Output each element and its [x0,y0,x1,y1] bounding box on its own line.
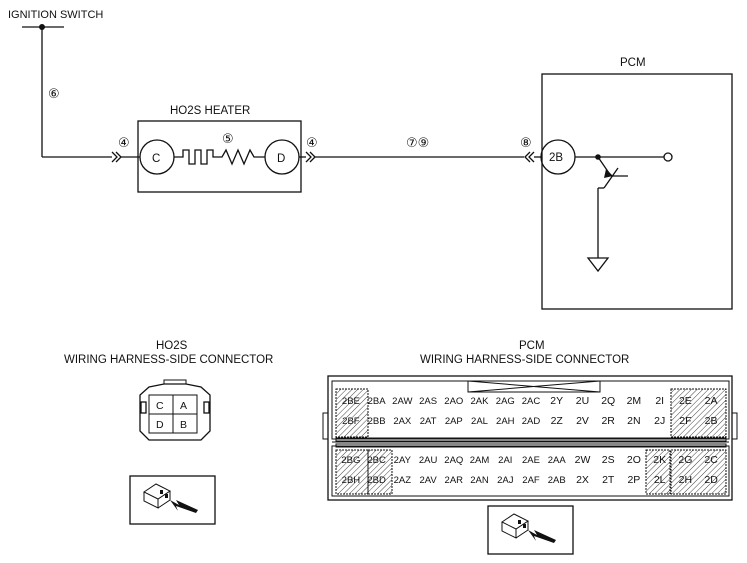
pcm-pin-2r: 2R [601,415,615,427]
pcm-pin-2av: 2AV [419,475,437,486]
pcm-pin-2t: 2T [602,474,615,486]
pcm-pin-2f: 2F [679,415,691,427]
pcm-pin-2u: 2U [576,395,589,407]
pcm-pin-2ag: 2AG [496,396,515,407]
pcm-pin-2am: 2AM [470,455,490,466]
ho2s-pin-d: D [156,419,164,431]
ho2s-connector-section: HO2S WIRING HARNESS-SIDE CONNECTOR C A D… [64,340,273,525]
pcm-pin-2ak: 2AK [471,396,490,407]
schematic: IGNITION SWITCH ⑥ ④ HO2S HEATER ⑤ C D ④ … [8,9,733,310]
pcm-pin-2at: 2AT [420,416,437,427]
pcm-pin-2p: 2P [627,474,640,486]
circuit-number-7-9: ⑦⑨ [406,135,429,150]
pcm-pin-2ba: 2BA [368,396,387,407]
pcm-pin-2w: 2W [575,454,591,466]
view-direction-icon-pcm [487,505,574,555]
ho2s-connector-subtitle: WIRING HARNESS-SIDE CONNECTOR [64,354,273,366]
ground-icon [586,257,610,273]
pcm-pin-2n: 2N [627,415,640,427]
pcm-pin-2x: 2X [576,474,589,486]
ho2s-connector-title: HO2S [156,340,188,352]
pcm-pin-2af: 2AF [522,475,540,486]
pcm-pin-grid: 2BE 2BA 2AW 2AS 2AO 2AK 2AG 2AC 2Y 2U 2Q 2M 2I 2E 2A 2B… [341,395,718,486]
pcm-pin-2az: 2AZ [394,475,412,486]
pcm-pin-2bg: 2BG [341,455,360,466]
pcm-connector-housing [322,375,738,501]
heater-element-icon [174,148,265,166]
pcm-pin-2ax: 2AX [393,416,412,427]
ho2s-heater-label: HO2S HEATER [170,105,250,117]
circuit-number-6: ⑥ [48,86,60,101]
ho2s-connector-face [139,379,211,441]
pcm-pin-2as: 2AS [419,396,437,407]
pcm-box [541,73,733,310]
pcm-pin-2al: 2AL [471,416,488,427]
pcm-pin-2aw: 2AW [392,396,412,407]
pcm-pin-2bf: 2BF [342,416,360,427]
pcm-pin-2bd: 2BD [367,475,386,486]
pcm-pin-2c: 2C [704,454,718,466]
pcm-pin-2ay: 2AY [394,455,412,466]
pcm-pin-2a: 2A [705,395,718,407]
circuit-number-4-left: ④ [118,135,130,150]
pcm-pin-2aq: 2AQ [444,455,463,466]
pcm-terminal-open [663,152,673,162]
connector-symbol-right [305,151,312,163]
pcm-label: PCM [620,57,646,69]
pcm-pin-2ai: 2AI [498,455,512,466]
ho2s-pin-a: A [180,400,187,412]
pcm-pin-2e: 2E [679,395,692,407]
pcm-pin-2y: 2Y [550,395,563,407]
ho2s-pin-c: C [156,400,164,412]
pcm-pin-2ap: 2AP [445,416,463,427]
pcm-pin-2ab: 2AB [548,475,566,486]
pcm-pin-2s: 2S [602,454,615,466]
pcm-connector-section: PCM WIRING HARNESS-SIDE CONNECTOR 2BE 2BA [322,340,738,555]
pcm-pin-2v: 2V [576,415,589,427]
ho2s-pin-b: B [180,419,187,431]
pcm-pin-2k: 2K [653,454,666,466]
pcm-pin-2l: 2L [654,474,666,486]
connector-symbol-left [111,151,118,163]
pcm-pin-2aa: 2AA [548,455,567,466]
pcm-pin-2j: 2J [654,415,665,427]
ignition-switch-label: IGNITION SWITCH [8,9,103,21]
pcm-pin-2bh: 2BH [342,475,361,486]
pcm-pin-2m: 2M [627,395,642,407]
pcm-connector-subtitle: WIRING HARNESS-SIDE CONNECTOR [420,354,629,366]
pcm-pin-2aj: 2AJ [497,475,514,486]
pcm-pin-2i: 2I [655,395,664,407]
connector-symbol-pcm [524,151,531,163]
pcm-pin-2ao: 2AO [444,396,463,407]
pcm-pin-2bc: 2BC [367,455,386,466]
terminal-d-label: D [277,153,285,165]
pcm-pin-2q: 2Q [601,395,615,407]
pcm-pin-2bb: 2BB [368,416,386,427]
circuit-number-8: ⑧ [520,135,532,150]
view-direction-icon [129,475,216,525]
pcm-pin-2ar: 2AR [445,475,464,486]
pcm-pin-2b: 2B [705,415,718,427]
circuit-number-5: ⑤ [222,131,234,146]
terminal-2b-label: 2B [549,152,563,164]
pcm-pin-2d: 2D [704,474,718,486]
pcm-pin-2ac: 2AC [522,396,541,407]
pcm-pin-2an: 2AN [470,475,489,486]
pcm-pin-2ad: 2AD [522,416,541,427]
circuit-number-4-right: ④ [306,135,318,150]
pcm-pin-2o: 2O [627,454,641,466]
pcm-pin-2h: 2H [679,474,692,486]
terminal-c-label: C [152,153,160,165]
pcm-pin-2g: 2G [678,454,692,466]
pcm-pin-2au: 2AU [419,455,438,466]
pcm-pin-2z: 2Z [551,415,564,427]
pcm-pin-2be: 2BE [342,396,360,407]
transistor-icon [597,156,628,258]
pcm-pin-2ah: 2AH [496,416,515,427]
pcm-pin-2ae: 2AE [522,455,540,466]
connector-symbol-pcm-2 [528,151,535,163]
pcm-connector-title: PCM [519,340,545,352]
